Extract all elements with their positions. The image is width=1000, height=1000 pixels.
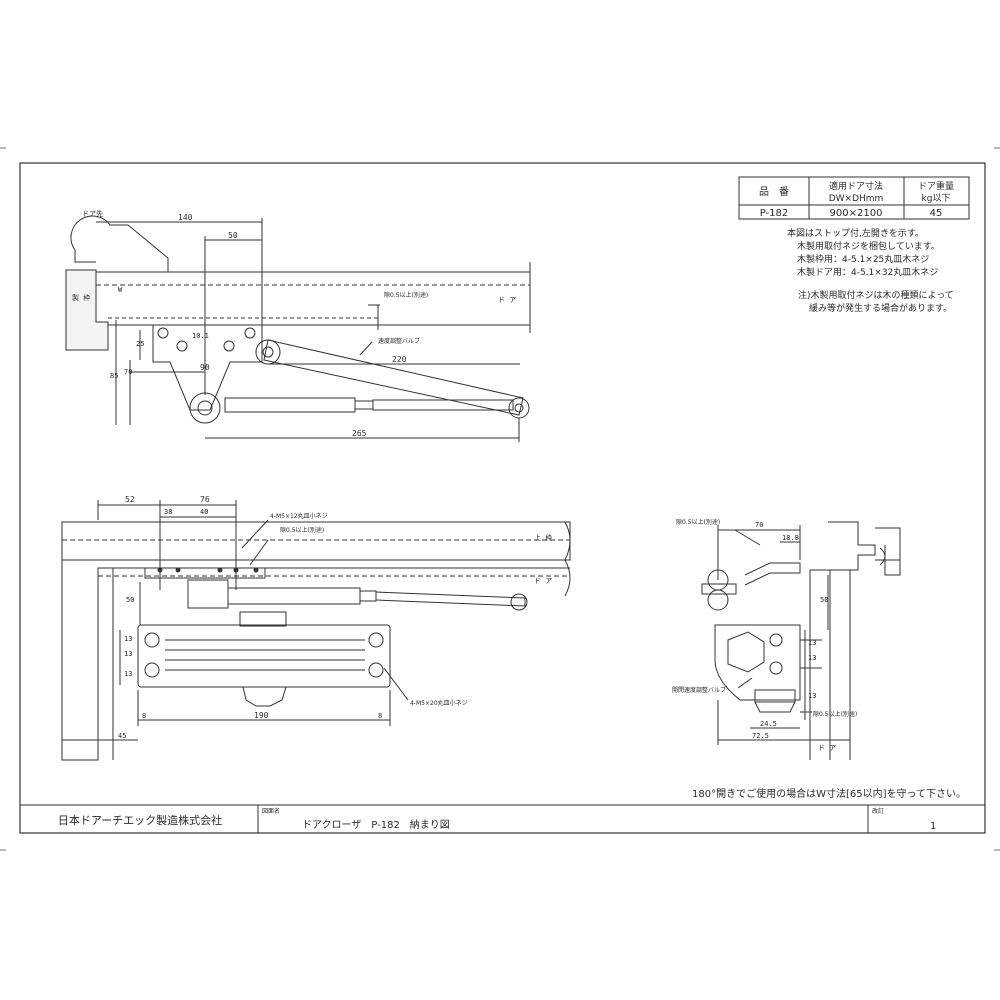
front-view <box>61 500 571 761</box>
spec-header-size-unit: DW×DHmm <box>829 194 884 204</box>
revision-value: 1 <box>930 821 936 832</box>
front-dim-52: 52 <box>125 495 135 504</box>
top-dim-90: 90 <box>200 363 210 372</box>
side-valve-label: 開閉速度調整バルブ <box>672 686 726 694</box>
side-gap-note-bottom: 隙0.5以上(別途) <box>813 710 857 718</box>
front-screw-m5x20: 4-M5×20丸皿小ネジ <box>410 699 468 707</box>
top-w-label: W <box>118 286 123 294</box>
title-block <box>20 804 985 833</box>
spec-weight-value: 45 <box>930 208 943 219</box>
front-dim-8a: 8 <box>142 712 146 720</box>
front-dim-8b: 8 <box>378 712 382 720</box>
note-line-3: 木製枠用：4-5.1×25丸皿木ネジ <box>797 253 929 265</box>
spec-header-weight: ドア重量 <box>918 180 954 192</box>
top-valve-label: 速度調整バルブ <box>378 337 420 345</box>
side-dim-13c: 13 <box>808 692 816 700</box>
note-line-2: 木製用取付ネジを梱包しています。 <box>797 240 940 252</box>
side-door-label: ド ア <box>818 744 836 752</box>
caution-line-2: 緩み等が発生する場合があります。 <box>809 302 952 314</box>
top-door-label: ド ア <box>498 296 516 304</box>
side-dim-72-5: 72.5 <box>752 732 769 740</box>
front-dim-13a: 13 <box>124 635 132 643</box>
caution-line-1: 注)木製用取付ネジは木の種類によって <box>798 289 954 301</box>
top-gap-note: 隙0.5以上(別途) <box>384 291 428 299</box>
front-gap-note: 隙0.5以上(別途) <box>280 526 324 534</box>
company-name: 日本ドアーチエック製造株式会社 <box>58 813 222 827</box>
side-dim-18-8: 18.8 <box>782 534 799 542</box>
front-screws <box>157 567 259 573</box>
top-dim-10-1: 10.1 <box>192 332 209 340</box>
top-dim-220: 220 <box>392 355 407 364</box>
spec-header-size: 適用ドア寸法 <box>829 180 883 192</box>
side-dim-70: 70 <box>755 521 763 529</box>
footer-note: 180°開きでご使用の場合はW寸法[65以内]を守って下さい。 <box>692 787 966 800</box>
front-dim-45: 45 <box>118 732 126 740</box>
front-dim-38: 38 <box>164 508 172 516</box>
top-dim-25: 25 <box>136 340 144 348</box>
front-dim-76: 76 <box>200 495 210 504</box>
side-view <box>701 521 901 760</box>
top-dim-50: 50 <box>228 231 238 240</box>
note-line-4: 木製ドア用：4-5.1×32丸皿木ネジ <box>797 266 938 278</box>
side-gap-note-top: 隙0.5以上(別途) <box>676 518 720 526</box>
front-dim-40: 40 <box>200 508 208 516</box>
drawing-name-label: 図面名 <box>262 807 280 815</box>
top-dim-265: 265 <box>352 429 367 438</box>
revision-label: 改訂 <box>872 807 884 815</box>
side-dim-13a: 13 <box>808 639 816 647</box>
side-dim-24-5: 24.5 <box>760 720 777 728</box>
note-line-1: 本図はストップ付,左開きを示す。 <box>787 227 924 239</box>
side-dim-13b: 13 <box>808 654 816 662</box>
sheet-border <box>19 162 986 834</box>
spec-part-value: P-182 <box>760 208 789 219</box>
top-dim-85: 85 <box>110 372 118 380</box>
spec-table <box>738 176 970 220</box>
front-dim-13b: 13 <box>124 650 132 658</box>
front-door-label: ド ア <box>534 577 552 585</box>
spec-header-weight-unit: kg以下 <box>922 194 951 204</box>
top-dim-140: 140 <box>178 213 193 222</box>
front-dim-13c: 13 <box>124 670 132 678</box>
front-dim-190: 190 <box>254 711 269 720</box>
top-view <box>65 215 531 442</box>
spec-size-value: 900×2100 <box>830 208 883 219</box>
front-dim-50: 50 <box>126 596 134 604</box>
spec-header-part: 品 番 <box>759 186 789 198</box>
top-frame-label: 製 枠 <box>72 293 90 302</box>
side-dim-50: 50 <box>820 596 828 604</box>
front-frame-label: 上 枠 <box>534 533 552 542</box>
drawing-name: ドアクローザ P-182 納まり図 <box>302 818 450 831</box>
front-screw-m5x12: 4-M5×12丸皿小ネジ <box>270 512 328 520</box>
top-door-stop-label: ドア先 <box>82 209 103 218</box>
top-dim-70: 70 <box>124 368 132 376</box>
